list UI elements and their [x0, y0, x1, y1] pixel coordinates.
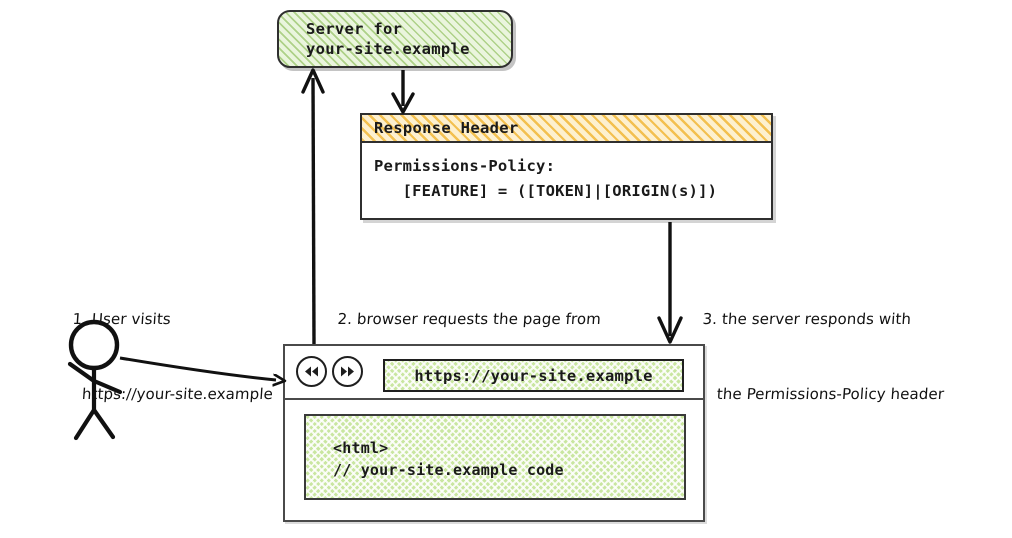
page-code-line1: <html>	[333, 439, 389, 457]
step-3-label: 3. the server responds with the Permissi…	[693, 257, 954, 457]
browser-to-server-arrow	[311, 77, 316, 345]
step-3-line2: the Permissions-Policy header	[696, 385, 945, 403]
fast-forward-icon	[339, 365, 356, 378]
response-header-policy-value: [FEATURE] = ([TOKEN]|[ORIGIN(s)])	[374, 182, 718, 200]
server-node-line2: your-site.example	[306, 40, 470, 58]
step-1-line2: https://your-site.example	[66, 385, 274, 403]
browser-viewport: <html> // your-site.example code	[285, 400, 703, 520]
url-bar[interactable]: https://your-site.example	[383, 359, 684, 392]
browser-to-server-arrowhead	[301, 68, 325, 94]
step-1-line1: 1. User visits	[72, 310, 172, 328]
response-header-title-bar: Response Header	[362, 115, 771, 143]
browser-toolbar: https://your-site.example	[285, 346, 703, 400]
server-node-line1: Server for	[306, 20, 403, 38]
rewind-back-icon	[303, 365, 320, 378]
response-header-title: Response Header	[374, 119, 519, 137]
forward-button[interactable]	[332, 356, 363, 387]
step-2-line1: 2. browser requests the page from	[337, 310, 602, 328]
response-header-body: Permissions-Policy: [FEATURE] = ([TOKEN]…	[362, 143, 771, 204]
page-code-block: <html> // your-site.example code	[304, 414, 686, 500]
url-value: https://your-site.example	[414, 366, 653, 385]
browser-nav-buttons	[296, 356, 363, 387]
response-header-policy-name: Permissions-Policy:	[374, 157, 556, 175]
response-header-card: Response Header Permissions-Policy: [FEA…	[360, 113, 773, 220]
step-3-line1: 3. the server responds with	[702, 310, 912, 328]
browser-window: https://your-site.example <html> // your…	[283, 344, 705, 522]
response-header-to-browser-arrowhead	[657, 316, 683, 344]
page-code-line2: // your-site.example code	[333, 461, 564, 479]
back-button[interactable]	[296, 356, 327, 387]
server-node: Server for your-site.example	[277, 10, 513, 68]
server-to-response-header-arrowhead	[391, 92, 415, 114]
step-1-label: 1. User visits https://your-site.example	[63, 257, 282, 457]
